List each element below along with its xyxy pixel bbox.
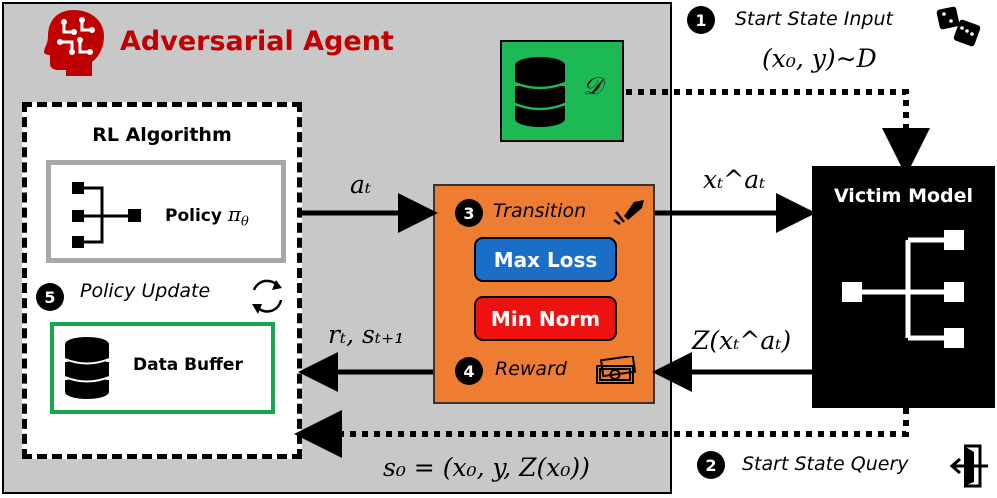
reward-label: Reward — [495, 358, 567, 380]
dataset-to-victim-arrow — [626, 89, 930, 176]
money-icon — [596, 356, 637, 384]
victim-output-label: Z(xₜ^aₜ) — [692, 326, 792, 355]
step-3-circle: 3 — [455, 199, 483, 227]
network-icon — [842, 230, 964, 348]
perturbed-input-label: xₜ^aₜ — [703, 165, 766, 194]
data-buffer-label: Data Buffer — [133, 355, 243, 375]
database-icon — [64, 337, 110, 399]
policy-update-label: Policy Update — [80, 280, 211, 302]
agent-title: Adversarial Agent — [120, 26, 394, 57]
transition-label: Transition — [493, 200, 587, 222]
step-5-circle: 5 — [36, 283, 64, 311]
min-norm-badge: Min Norm — [474, 296, 617, 341]
dice-icon — [936, 6, 981, 47]
policy-symbol: π — [227, 202, 242, 226]
victim-model-title: Victim Model — [833, 185, 974, 207]
network-icon — [72, 182, 141, 248]
rl-algorithm-title: RL Algorithm — [92, 124, 232, 146]
start-state-query-arrow — [294, 408, 909, 458]
step-1-circle: 1 — [687, 6, 715, 34]
policy-box — [46, 160, 286, 263]
cycle-icon — [252, 279, 283, 314]
step-4-circle: 4 — [455, 357, 483, 385]
dataset-symbol: 𝒟 — [583, 72, 603, 100]
policy-text: Policy — [165, 206, 222, 226]
policy-label: Policy πθ — [165, 202, 249, 229]
initial-state-label: s₀ = (x₀, y, Z(x₀)) — [383, 453, 590, 482]
door-arrow-icon — [950, 444, 988, 488]
action-label: aₜ — [350, 170, 372, 199]
max-loss-badge: Max Loss — [474, 237, 617, 282]
brain-circuit-icon — [44, 10, 104, 76]
database-icon — [514, 57, 566, 127]
start-state-query-label: Start State Query — [742, 453, 909, 475]
start-state-input-label: Start State Input — [735, 8, 893, 30]
reward-state-label: rₜ, sₜ₊₁ — [328, 320, 405, 349]
policy-subscript: θ — [241, 214, 249, 230]
start-distribution-label: (x₀, y)∼D — [762, 44, 877, 73]
pen-icon — [613, 200, 644, 226]
step-2-circle: 2 — [697, 451, 725, 479]
